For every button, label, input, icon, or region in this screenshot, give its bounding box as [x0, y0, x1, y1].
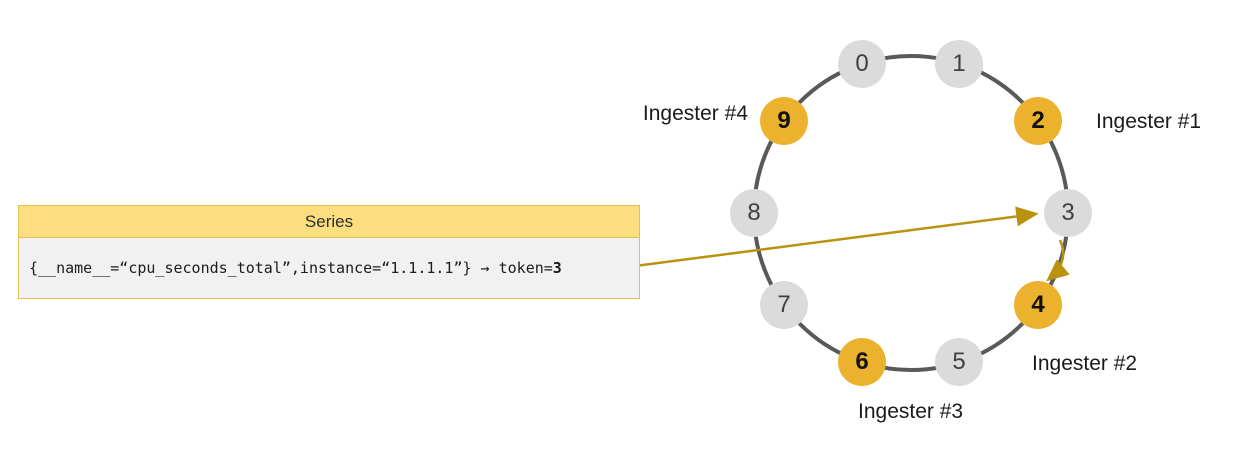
- ring-node-2: 2: [1014, 97, 1062, 145]
- ring-node-0: 0: [838, 40, 886, 88]
- ring-node-1-value: 1: [952, 50, 966, 77]
- ring-node-6-value: 6: [855, 348, 869, 375]
- series-box: Series {__name__=“cpu_seconds_total”,ins…: [18, 205, 640, 299]
- ring-node-2-value: 2: [1031, 107, 1045, 134]
- label-ingester-1: Ingester #1: [1096, 110, 1202, 133]
- ring-node-8: 8: [730, 189, 778, 237]
- series-expression-text: {__name__=“cpu_seconds_total”,instance=“…: [29, 259, 553, 277]
- ring-node-5-value: 5: [952, 348, 966, 375]
- series-to-token-arrow: [619, 206, 1039, 270]
- token-value: 3: [552, 259, 562, 277]
- ring-node-4-value: 4: [1031, 291, 1045, 318]
- label-ingester-2: Ingester #2: [1032, 352, 1138, 375]
- ring-node-6: 6: [838, 338, 886, 386]
- series-box-title: Series: [19, 206, 639, 238]
- ring-node-3: 3: [1044, 189, 1092, 237]
- ring-node-9: 9: [760, 97, 808, 145]
- ring-node-8-value: 8: [747, 199, 761, 226]
- label-ingester-4: Ingester #4: [642, 102, 748, 125]
- token-to-ingester-arrow: [1046, 239, 1070, 282]
- label-ingester-3: Ingester #3: [858, 400, 964, 423]
- ring-node-0-value: 0: [855, 50, 869, 77]
- series-expression: {__name__=“cpu_seconds_total”,instance=“…: [19, 238, 639, 298]
- ring-node-4: 4: [1014, 281, 1062, 329]
- ring-node-5: 5: [935, 338, 983, 386]
- ring-node-7-value: 7: [777, 291, 791, 318]
- ring-node-7: 7: [760, 281, 808, 329]
- ring-node-9-value: 9: [777, 107, 791, 134]
- ring-node-1: 1: [935, 40, 983, 88]
- ring-node-3-value: 3: [1061, 199, 1075, 226]
